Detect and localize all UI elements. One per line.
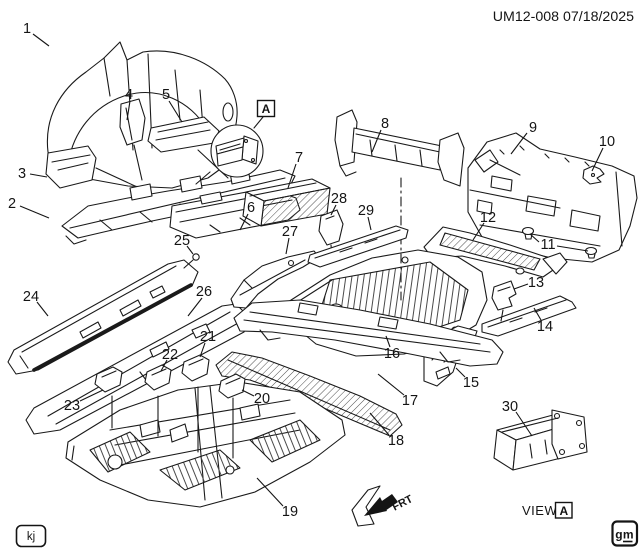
callout-leader-3 bbox=[29, 173, 48, 178]
callout-20: 20 bbox=[254, 391, 270, 407]
part-13-bracket bbox=[491, 280, 517, 322]
callout-leader-30 bbox=[515, 411, 533, 437]
frt-arrow bbox=[351, 485, 398, 527]
callout-leader-7 bbox=[287, 163, 297, 189]
callout-7: 7 bbox=[295, 150, 303, 166]
part-14-sill-strip bbox=[481, 295, 577, 337]
callout-leader-20 bbox=[241, 389, 255, 397]
callout-leader-11 bbox=[556, 245, 589, 252]
gm-logo-text: gm bbox=[615, 528, 634, 542]
view-note: VIEW A bbox=[522, 501, 573, 519]
part-7-box-beam bbox=[242, 178, 331, 227]
callout-8: 8 bbox=[381, 116, 389, 132]
callout-30: 30 bbox=[502, 399, 518, 415]
callout-29: 29 bbox=[358, 203, 374, 219]
callout-leader-24 bbox=[36, 301, 49, 317]
callout-leader-11 bbox=[529, 233, 540, 243]
callout-leader-26 bbox=[187, 297, 203, 317]
callout-9: 9 bbox=[529, 120, 537, 136]
callout-10: 10 bbox=[599, 134, 615, 150]
callout-28: 28 bbox=[331, 191, 347, 207]
callout-leader-2 bbox=[19, 205, 50, 219]
detail-marker-letter: A bbox=[262, 102, 271, 116]
callout-leader-13 bbox=[513, 283, 529, 290]
bracket-drop-lines bbox=[111, 386, 234, 459]
callout-15: 15 bbox=[463, 375, 479, 391]
part-8-upper-tie-bar bbox=[334, 109, 465, 187]
callout-2: 2 bbox=[8, 196, 16, 212]
callout-3: 3 bbox=[18, 166, 26, 182]
part-23-bracket bbox=[94, 366, 123, 393]
callout-leader-5 bbox=[168, 100, 183, 123]
view-ref-letter: A bbox=[559, 504, 568, 518]
doc-header: UM12-008 07/18/2025 bbox=[493, 9, 634, 25]
callout-27: 27 bbox=[282, 224, 298, 240]
callout-leader-16 bbox=[385, 335, 391, 348]
callout-leader-22 bbox=[160, 359, 168, 372]
callout-11: 11 bbox=[540, 237, 555, 253]
part-17-crossmember-bar bbox=[233, 299, 504, 367]
detail-marker-box: A bbox=[256, 99, 276, 118]
callout-leader-1 bbox=[32, 33, 50, 47]
callout-18: 18 bbox=[388, 433, 404, 449]
callout-leader-10 bbox=[591, 147, 604, 172]
gm-logo: gm bbox=[611, 520, 639, 547]
part-21-bracket bbox=[181, 354, 210, 382]
callout-16: 16 bbox=[384, 346, 400, 362]
callout-24: 24 bbox=[23, 289, 39, 305]
callout-21: 21 bbox=[200, 329, 216, 345]
callout-leader-17 bbox=[377, 373, 405, 396]
part-4-bracket bbox=[119, 98, 146, 181]
callout-22: 22 bbox=[162, 347, 178, 363]
detail-circle-a bbox=[195, 116, 264, 185]
callout-25: 25 bbox=[174, 233, 190, 249]
frt-label: FRT bbox=[390, 493, 415, 514]
callout-leader-21 bbox=[199, 342, 206, 358]
part-20-bracket bbox=[218, 373, 246, 399]
callout-leader-6 bbox=[239, 213, 249, 231]
part-29-seat-crossmember bbox=[307, 225, 409, 268]
callout-leader-19 bbox=[256, 477, 284, 507]
callout-17: 17 bbox=[402, 393, 418, 409]
callout-13: 13 bbox=[528, 275, 544, 291]
view-label: VIEW bbox=[522, 503, 557, 518]
part-25-bolt bbox=[183, 253, 200, 269]
callout-6: 6 bbox=[247, 200, 255, 216]
part-30-bracket-view-a bbox=[493, 409, 588, 471]
part-10-clip bbox=[582, 165, 605, 185]
callout-leader-29 bbox=[367, 216, 372, 231]
callout-19: 19 bbox=[282, 504, 298, 520]
part-5-plate bbox=[147, 116, 229, 179]
callout-leader-4 bbox=[126, 100, 131, 121]
callout-5: 5 bbox=[162, 87, 170, 103]
callout-4: 4 bbox=[125, 87, 133, 103]
part-28-bracket bbox=[318, 209, 344, 258]
callout-leader-15 bbox=[455, 367, 466, 378]
callout-leader-14 bbox=[533, 307, 542, 321]
callout-leader-28 bbox=[330, 204, 337, 216]
callout-1: 1 bbox=[23, 21, 31, 37]
callout-leader-23 bbox=[79, 389, 104, 402]
callout-23: 23 bbox=[64, 398, 80, 414]
callout-leader-8 bbox=[371, 129, 382, 153]
callout-leader-9 bbox=[510, 132, 528, 155]
callout-12: 12 bbox=[480, 210, 496, 226]
callout-leader-25 bbox=[186, 245, 194, 255]
callout-leader-27 bbox=[285, 237, 290, 255]
part-22-bracket bbox=[144, 364, 172, 391]
author-code: kj bbox=[27, 531, 35, 543]
part-18-lower-rail bbox=[215, 351, 403, 437]
callout-26: 26 bbox=[196, 284, 212, 300]
part-19-front-floor-pan bbox=[65, 381, 346, 508]
part-24-outer-rocker bbox=[7, 259, 199, 375]
callout-leader-12 bbox=[472, 222, 485, 241]
callout-leader-18 bbox=[369, 412, 390, 436]
author-code-box: kj bbox=[15, 524, 47, 548]
callout-14: 14 bbox=[537, 319, 553, 335]
